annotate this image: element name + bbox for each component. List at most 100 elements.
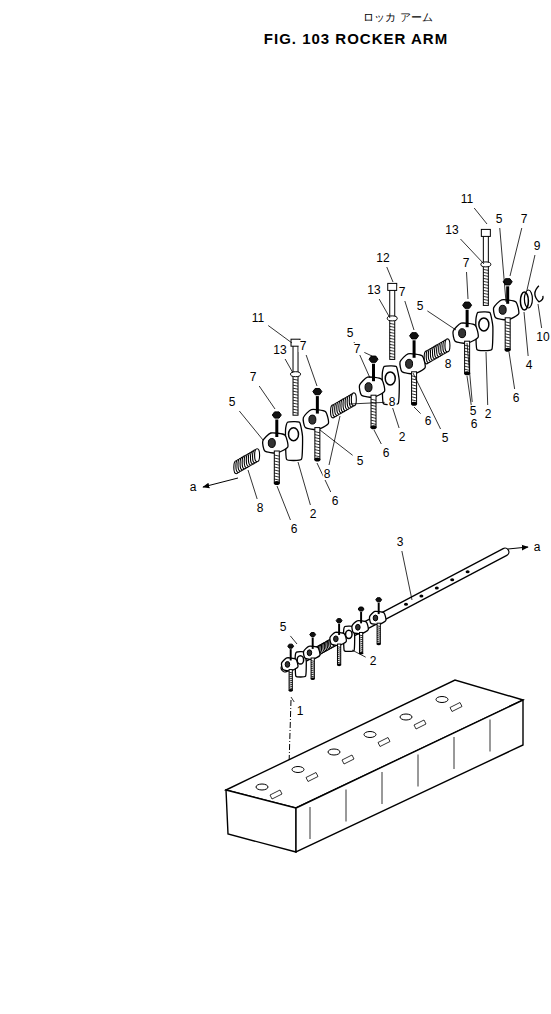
bolt-thread bbox=[390, 350, 395, 351]
adjusting-screw bbox=[371, 395, 376, 427]
screw-thread bbox=[315, 453, 320, 454]
bolt-thread bbox=[390, 353, 395, 354]
spring bbox=[331, 393, 357, 418]
valve-port bbox=[256, 784, 268, 790]
screw-thread bbox=[274, 470, 279, 471]
lock-nut bbox=[313, 388, 322, 394]
leader-line bbox=[268, 326, 292, 343]
bolt-thread bbox=[483, 275, 488, 276]
callout-number: 9 bbox=[533, 240, 542, 252]
bolt bbox=[390, 289, 395, 359]
leader-line bbox=[387, 267, 393, 282]
bolt-thread bbox=[483, 278, 488, 279]
screw-ball bbox=[314, 458, 320, 462]
screw-thread bbox=[337, 648, 340, 650]
valve-port bbox=[400, 714, 412, 720]
arm-bore bbox=[459, 329, 466, 338]
callout-number: 5 bbox=[495, 213, 504, 225]
callout-number: 6 bbox=[382, 447, 391, 459]
callout-number: a bbox=[533, 541, 542, 553]
screw-thread bbox=[412, 382, 417, 383]
arm-bore bbox=[499, 305, 506, 314]
bolt bbox=[293, 345, 298, 415]
bolt-thread bbox=[293, 400, 298, 401]
japanese-title: ロッカ アーム bbox=[362, 12, 434, 23]
adjusting-screw bbox=[359, 632, 362, 653]
screw-thread bbox=[412, 394, 417, 395]
screw-thread bbox=[359, 646, 362, 648]
screw-thread bbox=[371, 423, 376, 424]
leader-line bbox=[392, 406, 399, 428]
screw-thread bbox=[377, 639, 380, 641]
screw-top bbox=[275, 420, 278, 438]
leader-line bbox=[291, 697, 294, 702]
screw-thread bbox=[337, 654, 340, 656]
leader-line bbox=[413, 373, 441, 429]
screw-top bbox=[338, 624, 340, 635]
screw-top bbox=[413, 340, 416, 358]
screw-thread bbox=[371, 408, 376, 409]
bolt-thread bbox=[293, 403, 298, 404]
screw-thread bbox=[337, 660, 340, 662]
leader-line bbox=[350, 402, 385, 404]
adjusting-screw bbox=[412, 372, 417, 404]
screw-thread bbox=[311, 666, 314, 668]
screw-thread bbox=[274, 473, 279, 474]
screw-ball bbox=[311, 677, 315, 680]
washer bbox=[291, 372, 301, 377]
screw-thread bbox=[311, 664, 314, 666]
lock-nut bbox=[288, 644, 294, 648]
bolt-thread bbox=[390, 335, 395, 336]
screw-thread bbox=[465, 354, 470, 355]
screw-thread bbox=[412, 385, 417, 386]
screw-thread bbox=[412, 388, 417, 389]
screw-ball bbox=[289, 689, 293, 692]
valve-port bbox=[292, 767, 304, 773]
leader-line bbox=[329, 416, 340, 465]
bolt-thread bbox=[293, 391, 298, 392]
screw-thread bbox=[505, 328, 510, 329]
callout-number: 10 bbox=[535, 331, 550, 343]
bolt-thread bbox=[483, 299, 488, 300]
bolt-thread bbox=[293, 406, 298, 407]
leader-line bbox=[298, 462, 310, 505]
adjusting-screw bbox=[337, 644, 340, 665]
screw-top bbox=[290, 649, 292, 660]
leader-line bbox=[239, 411, 263, 440]
screw-thread bbox=[289, 679, 292, 681]
callout-number: 2 bbox=[369, 655, 378, 667]
screw-thread bbox=[371, 420, 376, 421]
bolt-thread bbox=[483, 281, 488, 282]
bolt-thread bbox=[293, 388, 298, 389]
leader-line bbox=[317, 463, 331, 492]
screw-thread bbox=[311, 674, 314, 676]
callout-number: 6 bbox=[424, 415, 433, 427]
bolt-thread bbox=[390, 338, 395, 339]
bolt-thread bbox=[293, 379, 298, 380]
screw-thread bbox=[465, 351, 470, 352]
callout-number: 5 bbox=[441, 432, 450, 444]
parts bbox=[203, 229, 543, 852]
leader-line bbox=[486, 352, 488, 405]
spring-coil bbox=[445, 339, 450, 352]
lock-nut bbox=[410, 333, 419, 339]
screw-thread bbox=[371, 399, 376, 400]
screw-ball bbox=[337, 664, 341, 667]
callout-number: 6 bbox=[512, 392, 521, 404]
screw-thread bbox=[289, 681, 292, 683]
leader-lines bbox=[239, 208, 541, 702]
bracket-bore bbox=[289, 428, 299, 441]
lock-nut bbox=[463, 302, 472, 308]
cylinder-head-end bbox=[226, 790, 296, 852]
bolt-thread bbox=[483, 302, 488, 303]
screw-thread bbox=[359, 650, 362, 652]
head-boss bbox=[306, 773, 318, 782]
callout-number: 8 bbox=[323, 468, 332, 480]
screw-thread bbox=[289, 683, 292, 685]
leader-line bbox=[290, 636, 297, 644]
direction-arrow bbox=[203, 478, 238, 487]
callout-number: 6 bbox=[290, 523, 299, 535]
screw-top bbox=[378, 603, 380, 614]
callout-number: a bbox=[189, 481, 198, 493]
arm-bore bbox=[309, 415, 316, 424]
